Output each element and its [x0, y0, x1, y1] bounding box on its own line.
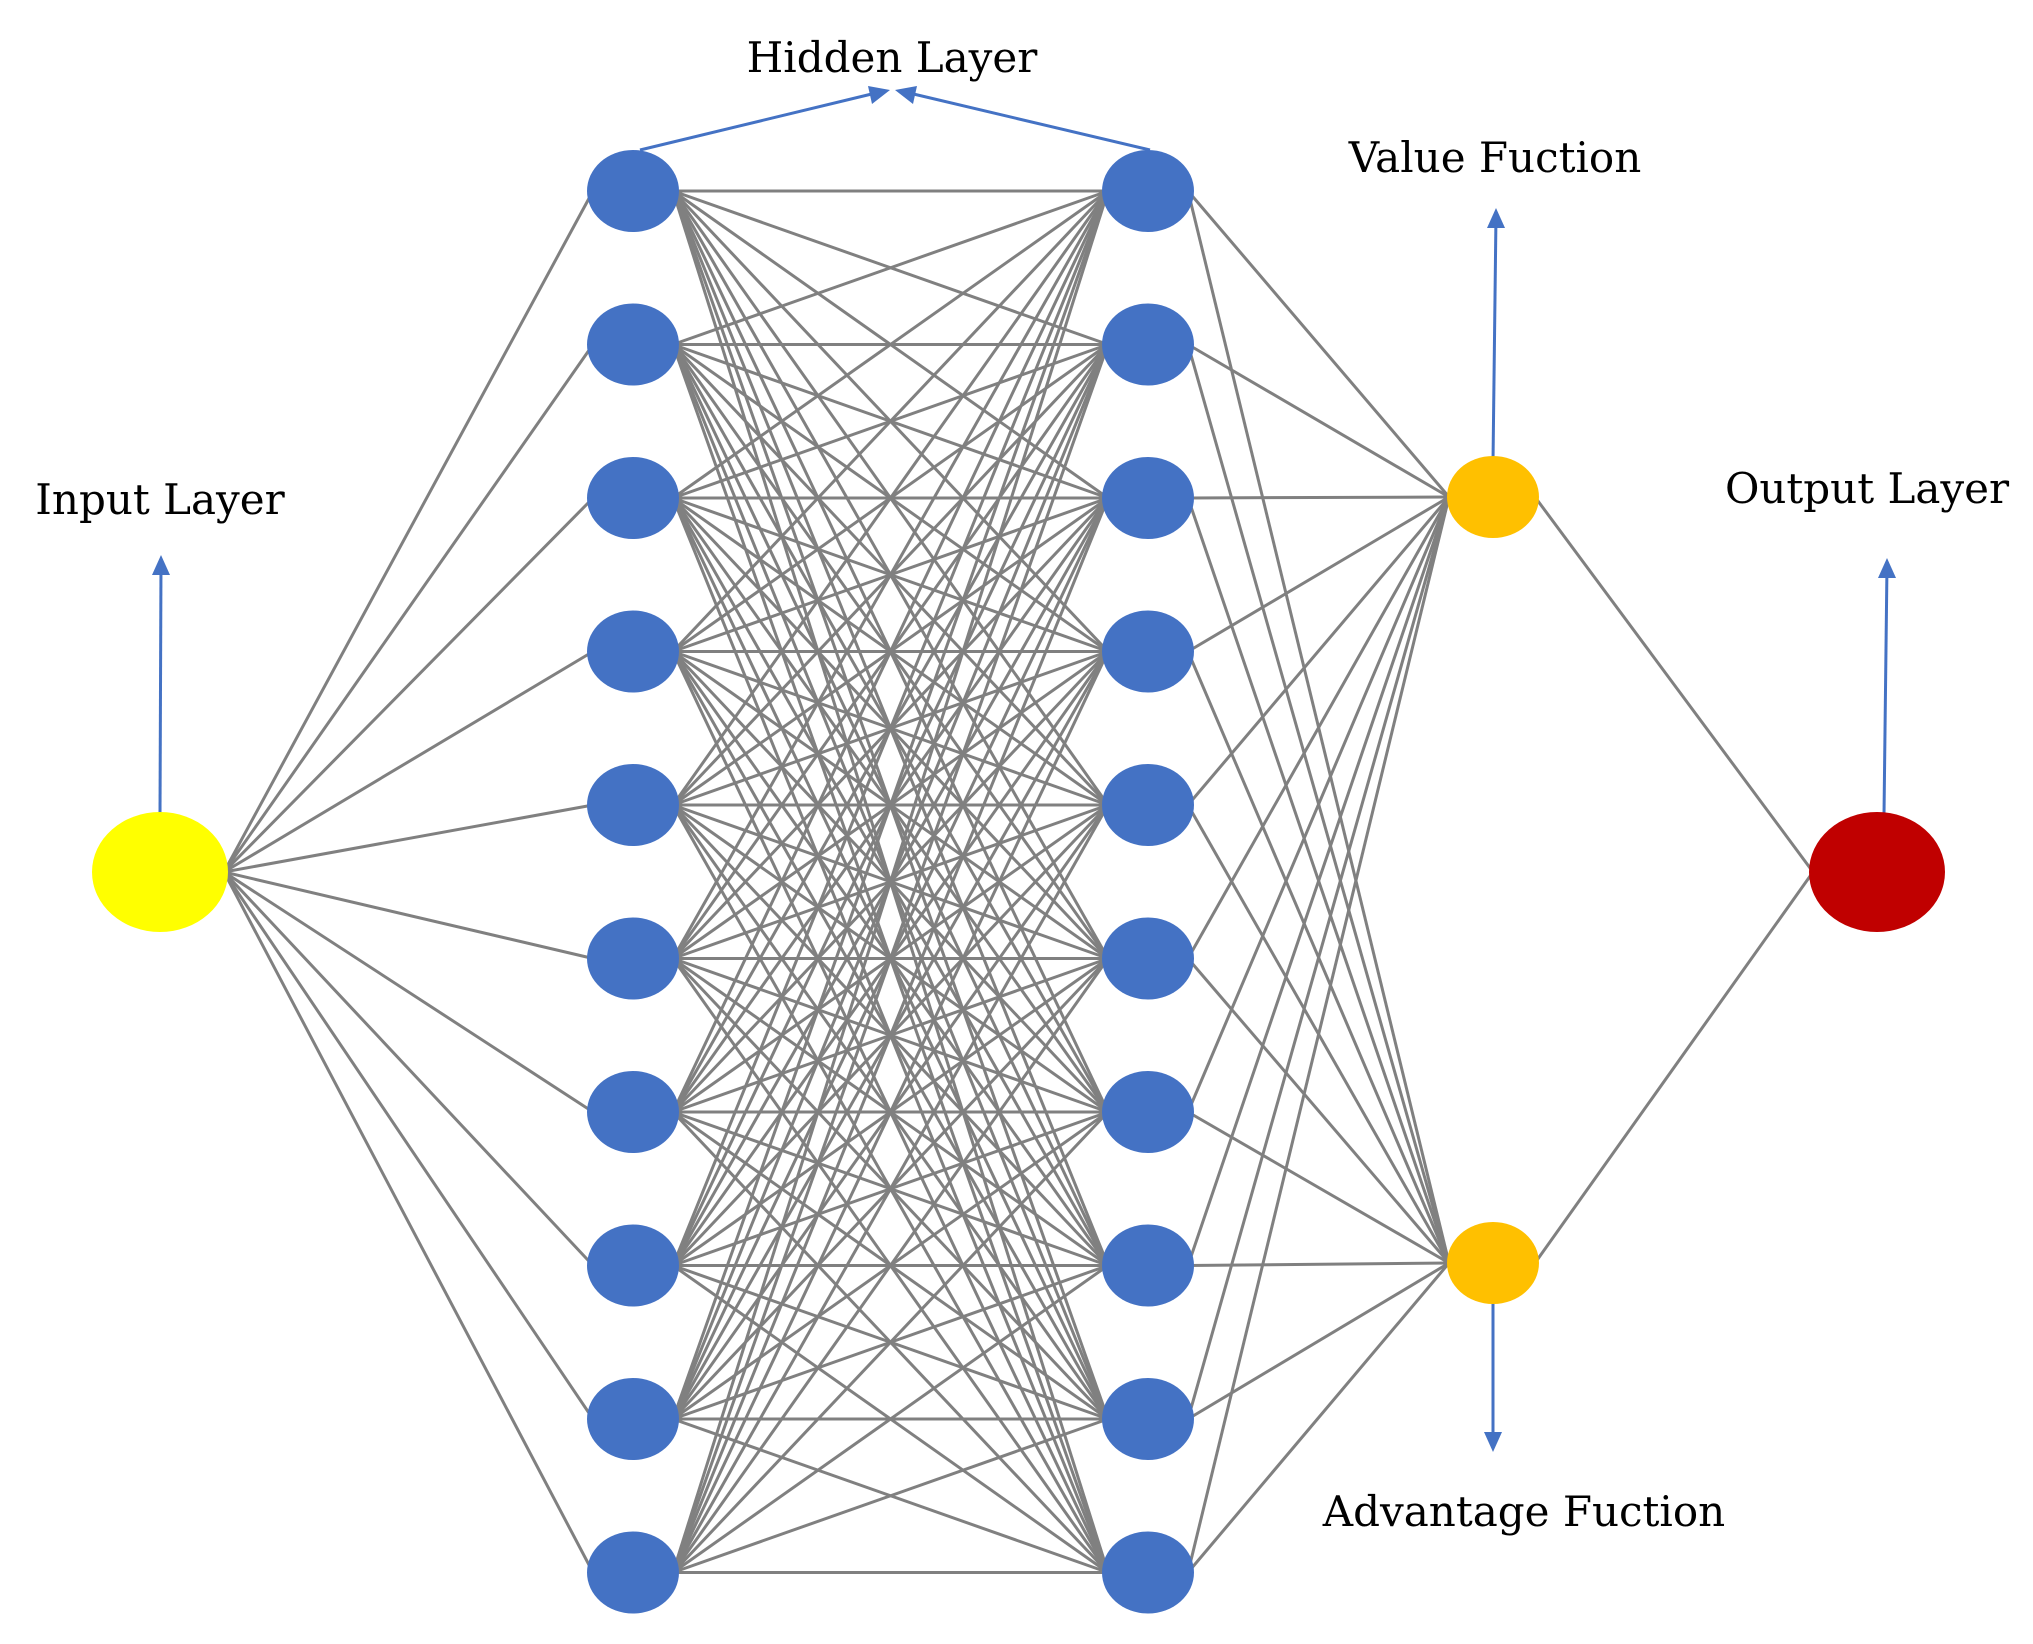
connection-edge: [672, 1417, 1109, 1574]
hidden-layer-arrowhead-left: [868, 86, 890, 104]
connection-edge: [671, 650, 1110, 1574]
hidden-layer-arrow-left: [639, 90, 881, 152]
hidden-layer-1-node: [587, 1378, 679, 1460]
connection-edge: [223, 870, 594, 1114]
connection-edge: [1186, 190, 1451, 498]
connection-edge: [222, 190, 595, 873]
layer-labels: Input Layer Hidden Layer Value Fuction A…: [35, 33, 2010, 1536]
input-node: [92, 812, 228, 932]
connection-edge: [1186, 496, 1451, 806]
hidden-layer-1-node: [587, 303, 679, 386]
connection-edge: [671, 957, 1110, 1574]
value-function-label: Value Fuction: [1348, 133, 1642, 182]
connection-edge: [223, 650, 594, 874]
connection-edge: [1186, 496, 1451, 1420]
connection-edge: [671, 1110, 1110, 1574]
hidden-layer-1-node: [587, 917, 679, 1000]
connection-edge: [671, 190, 1110, 1267]
hidden-layer-1-node: [587, 1071, 679, 1153]
connection-edge: [671, 189, 1110, 653]
connection-edge: [671, 804, 1110, 1574]
hidden-layer-arrowhead-right: [895, 86, 917, 104]
hidden-layer-arrow-right: [904, 90, 1151, 152]
hidden-layer-2-node: [1102, 1378, 1194, 1460]
connection-edge: [1187, 343, 1450, 499]
network-nodes: [92, 150, 1945, 1614]
connection-edge: [222, 496, 595, 874]
hidden-layer-2-node: [1102, 1224, 1194, 1307]
hidden-layer-1-node: [587, 1224, 679, 1307]
hidden-layer-2-node: [1102, 457, 1194, 539]
advantage-stream-node: [1447, 1222, 1539, 1304]
hidden-layer-2-node: [1102, 1531, 1194, 1614]
connection-edge: [1187, 1261, 1450, 1421]
input-layer-label: Input Layer: [35, 475, 285, 524]
connection-edge: [671, 343, 1110, 1574]
hidden-layer-2-node: [1102, 303, 1194, 386]
input-layer-arrowhead: [152, 555, 170, 575]
connection-edge: [671, 190, 1110, 1113]
hidden-layer-1-node: [587, 150, 679, 232]
connection-edge: [1187, 1261, 1450, 1267]
output-layer-arrowhead: [1878, 558, 1896, 578]
connection-edge: [1186, 1262, 1451, 1574]
hidden-layer-1-node: [587, 457, 679, 539]
connection-edge: [1186, 496, 1451, 960]
connection-edge: [1187, 495, 1450, 500]
hidden-layer-2-node: [1102, 610, 1194, 693]
connection-edge: [222, 343, 595, 873]
connection-edge: [671, 190, 1110, 1573]
connection-edge: [222, 870, 595, 1267]
connection-edges: [222, 189, 1815, 1574]
connection-edge: [671, 190, 1110, 1420]
connection-edge: [671, 190, 1110, 806]
connection-edge: [672, 189, 1109, 500]
value-stream-node: [1447, 456, 1539, 538]
hidden-layer-2-node: [1102, 764, 1194, 846]
connection-edge: [672, 1264, 1109, 1574]
connection-edge: [222, 871, 595, 1420]
output-layer-arrow: [1882, 564, 1889, 816]
hidden-layer-1-node: [587, 1531, 679, 1614]
output-layer-label: Output Layer: [1725, 464, 2010, 513]
hidden-layer-1-node: [587, 764, 679, 846]
hidden-layer-label: Hidden Layer: [747, 33, 1039, 82]
connection-edge: [1186, 496, 1451, 1266]
connection-edge: [223, 803, 594, 874]
advantage-function-label: Advantage Fuction: [1322, 1487, 1725, 1536]
input-layer-arrow: [158, 559, 163, 816]
connection-edge: [1533, 496, 1815, 873]
connection-edge: [1186, 957, 1451, 1264]
value-function-arrowhead: [1487, 208, 1505, 228]
connection-edge: [1186, 496, 1451, 1113]
connection-edge: [1533, 871, 1815, 1264]
hidden-layer-1-node: [587, 610, 679, 693]
connection-edge: [671, 497, 1110, 1574]
hidden-layer-2-node: [1102, 1071, 1194, 1153]
hidden-layer-2-node: [1102, 150, 1194, 232]
connection-edge: [671, 190, 1110, 960]
output-node: [1809, 812, 1945, 932]
advantage-function-arrowhead: [1484, 1432, 1502, 1452]
label-arrows: [152, 86, 1896, 1452]
hidden-layer-2-node: [1102, 917, 1194, 1000]
connection-edge: [1186, 496, 1451, 1573]
value-function-arrow: [1491, 214, 1498, 463]
connection-edge: [1187, 495, 1450, 653]
connection-edge: [223, 870, 594, 960]
connection-edge: [672, 189, 1109, 346]
connection-edge: [1187, 1110, 1450, 1265]
connection-edge: [222, 871, 595, 1574]
